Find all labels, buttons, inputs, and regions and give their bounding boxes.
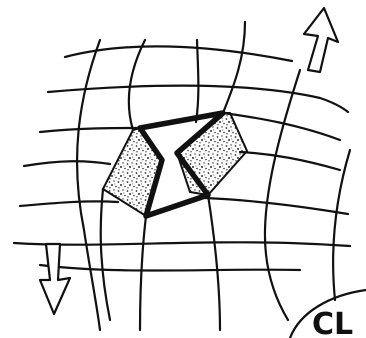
grid-line-h-7 (40, 265, 300, 271)
grid-line-v-1 (77, 40, 100, 330)
grid-line-v-5 (223, 22, 245, 113)
stippled-cell-left (103, 128, 162, 216)
grid-line-h-5 (20, 201, 118, 206)
grid-line-v-2 (129, 40, 145, 130)
grid-line-h-6 (14, 242, 350, 246)
grid-line-v-6 (265, 70, 300, 320)
arrow-up-icon (304, 8, 338, 72)
grid-line-v-7 (333, 150, 350, 300)
grid-line-h-4 (24, 161, 110, 166)
grid-line-v-5b (208, 195, 220, 330)
grid-line-v-4 (196, 40, 198, 122)
grid-line-h-4b (240, 152, 340, 170)
grid-line-v-3 (140, 216, 146, 330)
corner-label-group: CL (290, 290, 366, 338)
grid-line-v-2b (101, 189, 110, 320)
corner-label: CL (312, 307, 353, 338)
grid-line-h-3 (40, 128, 140, 132)
arrow-down-icon (40, 244, 70, 314)
grid-line-h-1 (65, 46, 292, 61)
grid-line-h-5b (205, 198, 348, 214)
